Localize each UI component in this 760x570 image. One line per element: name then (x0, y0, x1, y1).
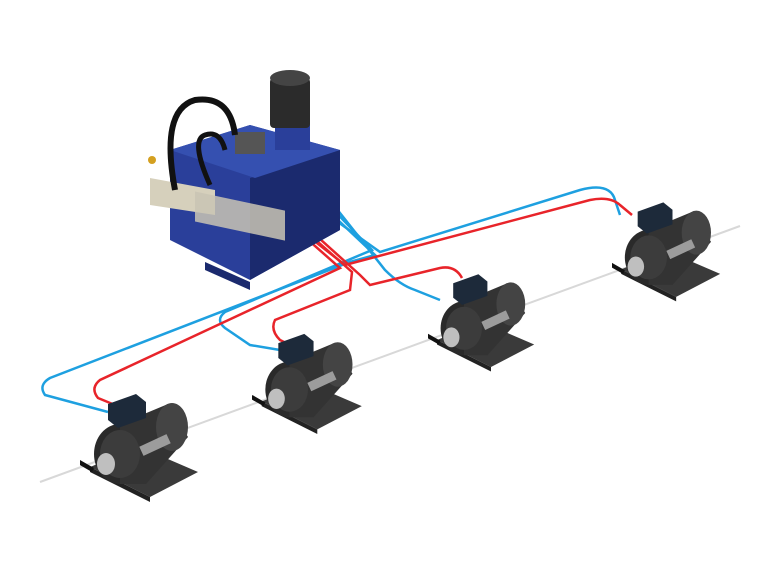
brake-unit-4 (612, 202, 721, 302)
brake-unit-1 (80, 394, 198, 502)
hydraulic-power-unit (148, 70, 340, 290)
return-lines (41, 168, 622, 414)
filter (235, 132, 265, 154)
return-line-unit4 (264, 168, 622, 254)
brake-unit-3 (428, 274, 535, 372)
pressure-lines (93, 174, 633, 407)
electric-motor (270, 78, 310, 128)
hose-loop (167, 96, 238, 191)
